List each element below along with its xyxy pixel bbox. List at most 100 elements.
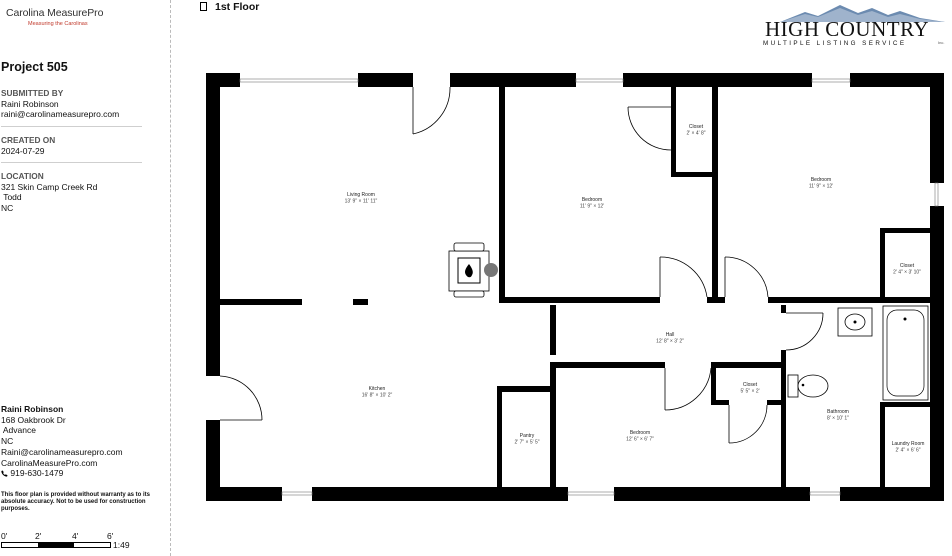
room-dimensions: 11' 9" × 12' xyxy=(809,184,833,190)
contact-city: Advance xyxy=(1,425,36,436)
contact-phone-row[interactable]: 919-630-1479 xyxy=(1,468,123,479)
wall xyxy=(767,400,786,405)
sink-icon xyxy=(837,307,873,337)
room-dimensions: 2' × 4' 8" xyxy=(686,131,705,137)
mountain-logo-icon xyxy=(780,5,945,22)
wall xyxy=(711,368,716,402)
logo-tm: Inc. xyxy=(938,40,945,45)
wall xyxy=(505,297,660,303)
room-name: Closet xyxy=(743,382,758,388)
room-dimensions: 8' × 10' 1" xyxy=(827,416,849,422)
brand-name: Carolina MeasurePro xyxy=(6,7,104,19)
wall xyxy=(206,73,220,376)
scale-labels: 0' 2' 4' 6' xyxy=(1,531,161,541)
contact-website[interactable]: CarolinaMeasurePro.com xyxy=(1,457,98,468)
wall xyxy=(850,73,944,87)
room-dimensions: 11' 9" × 12' xyxy=(580,204,604,210)
floor-icon xyxy=(200,2,207,11)
brand-tagline: Measuring the Carolinas xyxy=(28,21,88,27)
created-section: CREATED ON 2024-07-29 xyxy=(1,135,55,156)
window xyxy=(567,491,615,496)
scale-bar xyxy=(1,542,111,548)
door-swing xyxy=(664,367,712,411)
wall xyxy=(930,73,944,183)
wall xyxy=(880,402,885,487)
mls-logo: HIGH COUNTRY MULTIPLE LISTING SERVICE In… xyxy=(760,2,950,50)
walls xyxy=(206,73,944,501)
room-dimensions: 5' 5" × 2' xyxy=(740,389,759,395)
wall xyxy=(711,362,786,368)
door-swing xyxy=(659,256,708,298)
contact-block: Raini Robinson 168 Oakbrook Dr Advance N… xyxy=(1,404,123,479)
location-street: 321 Skin Camp Creek Rd xyxy=(1,181,98,192)
created-heading: CREATED ON xyxy=(1,135,56,145)
logo-main: HIGH COUNTRY xyxy=(765,17,930,41)
created-date: 2024-07-29 xyxy=(1,145,45,156)
submitted-email[interactable]: raini@carolinameasurepro.com xyxy=(1,109,120,119)
scale-label: 2' xyxy=(35,531,42,541)
wall xyxy=(497,386,502,487)
window xyxy=(281,491,313,496)
wall xyxy=(711,400,729,405)
door-swing xyxy=(627,106,672,151)
door-swing xyxy=(724,256,769,298)
divider xyxy=(1,162,142,163)
room-name: Closet xyxy=(689,124,704,130)
window xyxy=(811,78,851,83)
window xyxy=(239,78,359,83)
location-city: Todd xyxy=(1,192,22,202)
floor-title-text: 1st Floor xyxy=(215,1,260,13)
wall xyxy=(781,350,786,487)
window xyxy=(809,491,841,496)
wall xyxy=(550,362,665,368)
disclaimer: This floor plan is provided without warr… xyxy=(1,492,151,512)
wall xyxy=(497,386,550,392)
door-swing xyxy=(412,86,451,135)
scale-label: 6' xyxy=(107,531,114,541)
toilet-icon xyxy=(787,374,829,398)
bathtub-icon xyxy=(882,305,929,401)
room-name: Bedroom xyxy=(811,177,831,183)
contact-email[interactable]: Raini@carolinameasurepro.com xyxy=(1,446,123,457)
room-dimensions: 12' 6" × 6' 7" xyxy=(626,437,654,443)
fireplace-icon xyxy=(448,242,498,298)
room-name: Pantry xyxy=(520,433,535,439)
room-dimensions: 16' 8" × 10' 2" xyxy=(362,393,393,399)
doors xyxy=(219,86,824,444)
divider xyxy=(1,126,142,127)
wall xyxy=(206,487,282,501)
contact-street: 168 Oakbrook Dr xyxy=(1,414,66,425)
submitted-name: Raini Robinson xyxy=(1,98,59,109)
window xyxy=(934,182,939,207)
wall xyxy=(450,73,576,87)
location-section: LOCATION 321 Skin Camp Creek Rd Todd NC xyxy=(1,171,97,213)
windows xyxy=(239,78,939,496)
location-state: NC xyxy=(1,202,14,213)
wall xyxy=(840,487,944,501)
room-name: Closet xyxy=(900,263,915,269)
wall xyxy=(623,73,812,87)
wall xyxy=(880,228,930,233)
door-swing xyxy=(785,312,824,351)
logo-sub: MULTIPLE LISTING SERVICE xyxy=(763,40,907,47)
door-swing xyxy=(728,404,768,444)
wall xyxy=(550,305,556,355)
location-heading: LOCATION xyxy=(1,171,44,181)
scale-label: 4' xyxy=(72,531,79,541)
room-dimensions: 12' 8" × 3' 2" xyxy=(656,339,684,345)
project-title: Project 505 xyxy=(1,60,68,74)
room-dimensions: 2' 7" × 5' 5" xyxy=(514,440,539,446)
